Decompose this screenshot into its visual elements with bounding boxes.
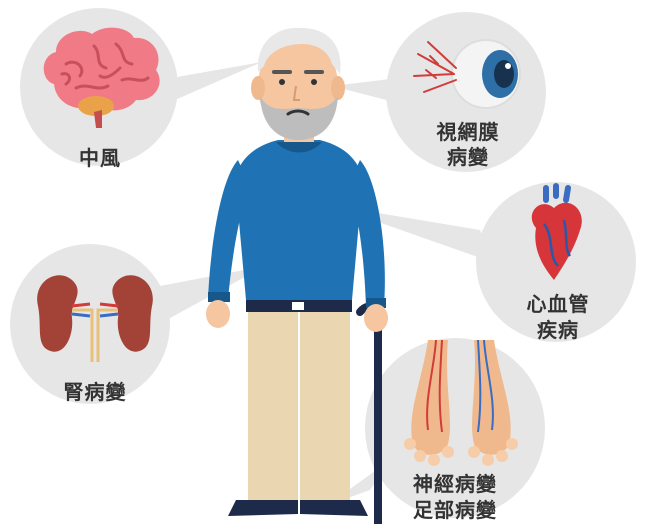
eye-icon <box>408 34 528 114</box>
label-nephropathy: 腎病變 <box>40 380 150 405</box>
label-cardiovascular-line1: 心血管 <box>510 292 606 317</box>
label-retinopathy-line2: 病變 <box>420 145 516 170</box>
feet-icon <box>398 340 528 470</box>
brain-icon <box>36 22 166 132</box>
label-neuropathy-line1: 神經病變 <box>390 472 520 497</box>
kidneys-icon <box>30 266 160 366</box>
label-stroke: 中風 <box>60 146 140 171</box>
heart-icon <box>524 186 594 296</box>
elderly-man-with-cane-icon <box>198 0 398 524</box>
label-retinopathy-line1: 視網膜 <box>420 120 516 145</box>
label-neuropathy-line2: 足部病變 <box>390 498 520 523</box>
